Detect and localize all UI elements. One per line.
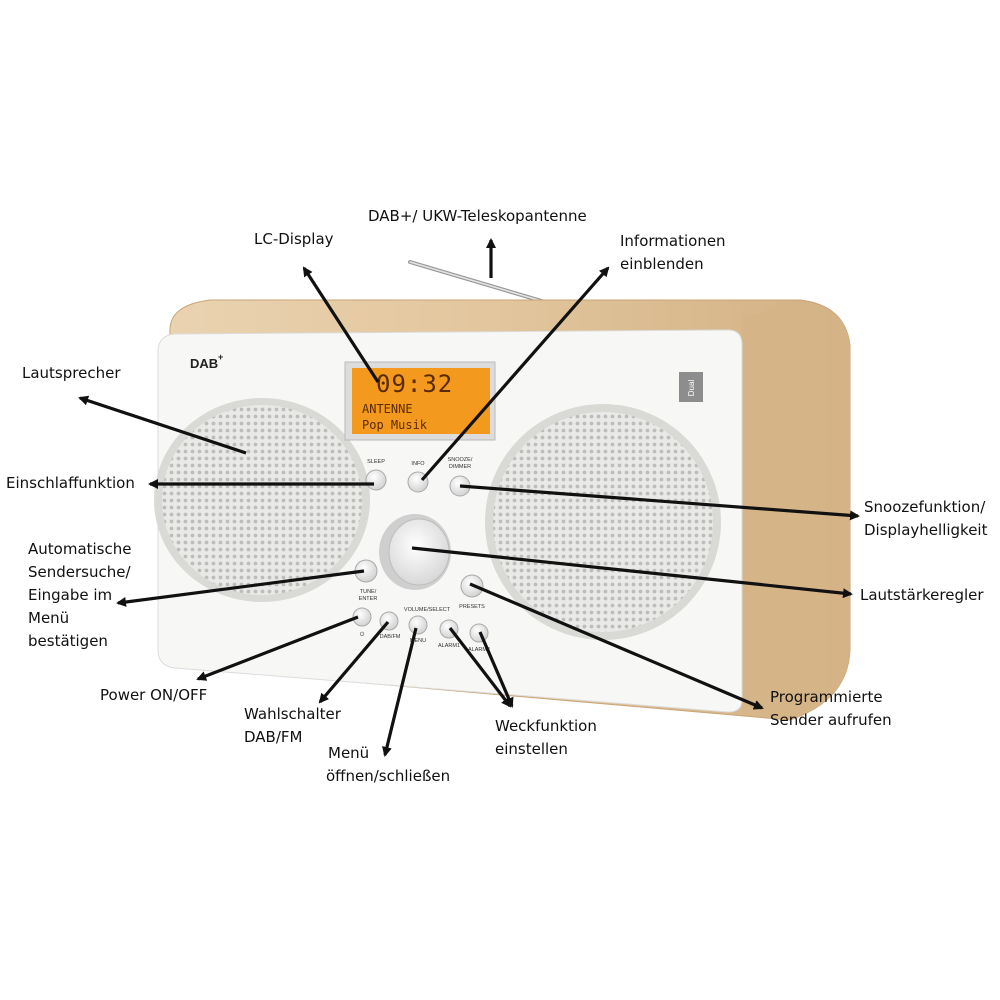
lcd-time: 09:32 bbox=[376, 370, 453, 398]
callout-menu: Menü öffnen/schließen bbox=[326, 744, 451, 785]
arrow-menu bbox=[382, 627, 418, 757]
svg-text:INFO: INFO bbox=[411, 461, 425, 467]
callout-info: Informationen einblenden bbox=[620, 232, 726, 273]
arrow-dab-fm bbox=[318, 620, 390, 704]
right-speaker bbox=[485, 404, 721, 640]
volume-knob[interactable] bbox=[379, 514, 451, 590]
left-speaker bbox=[154, 398, 370, 602]
callout-alarm: Weckfunktion einstellen bbox=[495, 717, 597, 758]
dab-logo: DAB + bbox=[190, 352, 223, 371]
menu-button[interactable]: MENU bbox=[408, 615, 428, 644]
svg-text:⏻: ⏻ bbox=[360, 631, 365, 638]
callout-power: Power ON/OFF bbox=[100, 686, 208, 704]
arrow-tune bbox=[116, 569, 365, 607]
callout-arrows bbox=[78, 238, 860, 757]
lcd-line-2: Pop Musik bbox=[362, 418, 428, 432]
arrow-alarm2 bbox=[478, 631, 514, 708]
dual-logo: Dual bbox=[679, 372, 703, 402]
svg-text:SNOOZE/: SNOOZE/ bbox=[448, 457, 473, 463]
arrow-speaker bbox=[78, 395, 247, 455]
svg-text:ALARM1: ALARM1 bbox=[438, 643, 460, 649]
tune-enter-button[interactable]: TUNE/ ENTER bbox=[354, 559, 378, 602]
svg-text:SLEEP: SLEEP bbox=[367, 459, 385, 465]
callout-speaker: Lautsprecher bbox=[22, 364, 121, 382]
svg-text:PRESETS: PRESETS bbox=[459, 604, 485, 610]
callout-presets: Programmierte Sender aufrufen bbox=[770, 688, 892, 729]
svg-text:Dual: Dual bbox=[687, 380, 696, 397]
callout-dab-fm: Wahlschalter DAB/FM bbox=[244, 705, 341, 746]
arrow-info bbox=[420, 266, 610, 482]
callout-volume: Lautstärkeregler bbox=[860, 586, 984, 604]
svg-text:TUNE/: TUNE/ bbox=[360, 589, 377, 595]
svg-text:+: + bbox=[218, 352, 223, 362]
presets-button[interactable]: PRESETS bbox=[459, 574, 485, 610]
arrow-power bbox=[196, 615, 359, 681]
lcd-line-1: ANTENNE bbox=[362, 402, 413, 416]
arrow-alarm1 bbox=[448, 627, 512, 708]
svg-text:DAB: DAB bbox=[190, 356, 218, 371]
arrow-presets bbox=[469, 582, 764, 710]
callout-lcd-display: LC-Display bbox=[254, 230, 334, 248]
arrow-lcd bbox=[302, 266, 380, 383]
svg-text:ALARM2: ALARM2 bbox=[468, 647, 490, 653]
svg-text:ENTER: ENTER bbox=[359, 596, 378, 602]
arrow-volume bbox=[411, 546, 853, 599]
svg-text:MENU: MENU bbox=[410, 638, 426, 644]
svg-text:DIMMER: DIMMER bbox=[449, 464, 471, 470]
lcd-display: 09:32 ANTENNE Pop Musik bbox=[344, 361, 496, 441]
callout-snooze: Snoozefunktion/ Displayhelligkeit bbox=[864, 498, 988, 539]
volume-select-label: VOLUME/SELECT bbox=[404, 607, 451, 613]
arrow-snooze bbox=[459, 484, 860, 521]
callout-auto-tune: Automatische Sendersuche/ Eingabe im Men… bbox=[28, 540, 132, 650]
callout-antenna: DAB+/ UKW-Teleskopantenne bbox=[368, 207, 587, 225]
antenna bbox=[408, 260, 547, 304]
callout-sleep: Einschlaffunktion bbox=[6, 474, 135, 492]
power-button[interactable]: ⏻ bbox=[352, 607, 372, 638]
svg-text:DAB/FM: DAB/FM bbox=[380, 634, 401, 640]
